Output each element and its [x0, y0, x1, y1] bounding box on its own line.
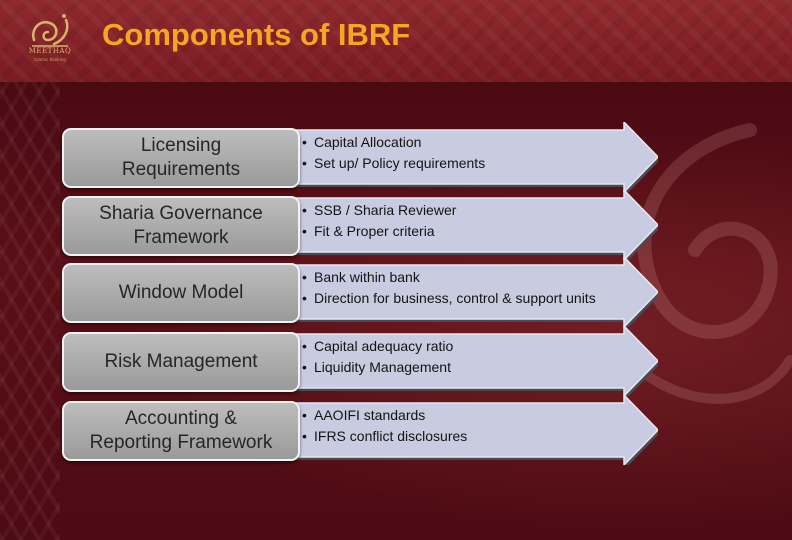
component-bullets: Bank within bank Direction for business,…: [302, 267, 632, 309]
meethaq-logo-icon: [31, 14, 69, 47]
component-label: Window Model: [62, 263, 300, 323]
component-bullets: Capital Allocation Set up/ Policy requir…: [302, 132, 632, 174]
component-label: Accounting & Reporting Framework: [62, 401, 300, 461]
decorative-pattern: [0, 82, 60, 540]
logo-wordmark: MEETHAQ: [28, 47, 72, 55]
header-band: [0, 0, 792, 82]
component-bullets: Capital adequacy ratio Liquidity Managem…: [302, 336, 632, 378]
bullet-item: Capital Allocation: [302, 132, 632, 153]
bullet-item: Bank within bank: [302, 267, 632, 288]
component-bullets: SSB / Sharia Reviewer Fit & Proper crite…: [302, 200, 632, 242]
component-label: Sharia Governance Framework: [62, 196, 300, 256]
bullet-item: SSB / Sharia Reviewer: [302, 200, 632, 221]
bullet-item: Capital adequacy ratio: [302, 336, 632, 357]
component-row: Sharia Governance Framework SSB / Sharia…: [0, 190, 792, 266]
component-bullets: AAOIFI standards IFRS conflict disclosur…: [302, 405, 632, 447]
bullet-item: Liquidity Management: [302, 357, 632, 378]
bullet-item: Fit & Proper criteria: [302, 221, 632, 242]
calligraphy-watermark: [635, 123, 792, 404]
bullet-item: Set up/ Policy requirements: [302, 153, 632, 174]
component-row: Licensing Requirements Capital Allocatio…: [0, 122, 792, 198]
page-title: Components of IBRF: [102, 17, 411, 52]
bullet-item: Direction for business, control & suppor…: [302, 288, 632, 309]
component-row: Window Model Bank within bank Direction …: [0, 257, 792, 333]
bullet-item: IFRS conflict disclosures: [302, 426, 632, 447]
component-row: Risk Management Capital adequacy ratio L…: [0, 326, 792, 402]
bullet-item: AAOIFI standards: [302, 405, 632, 426]
logo-tagline: Islamic Banking: [34, 57, 66, 62]
component-row: Accounting & Reporting Framework AAOIFI …: [0, 395, 792, 471]
component-label: Risk Management: [62, 332, 300, 392]
component-label: Licensing Requirements: [62, 128, 300, 188]
